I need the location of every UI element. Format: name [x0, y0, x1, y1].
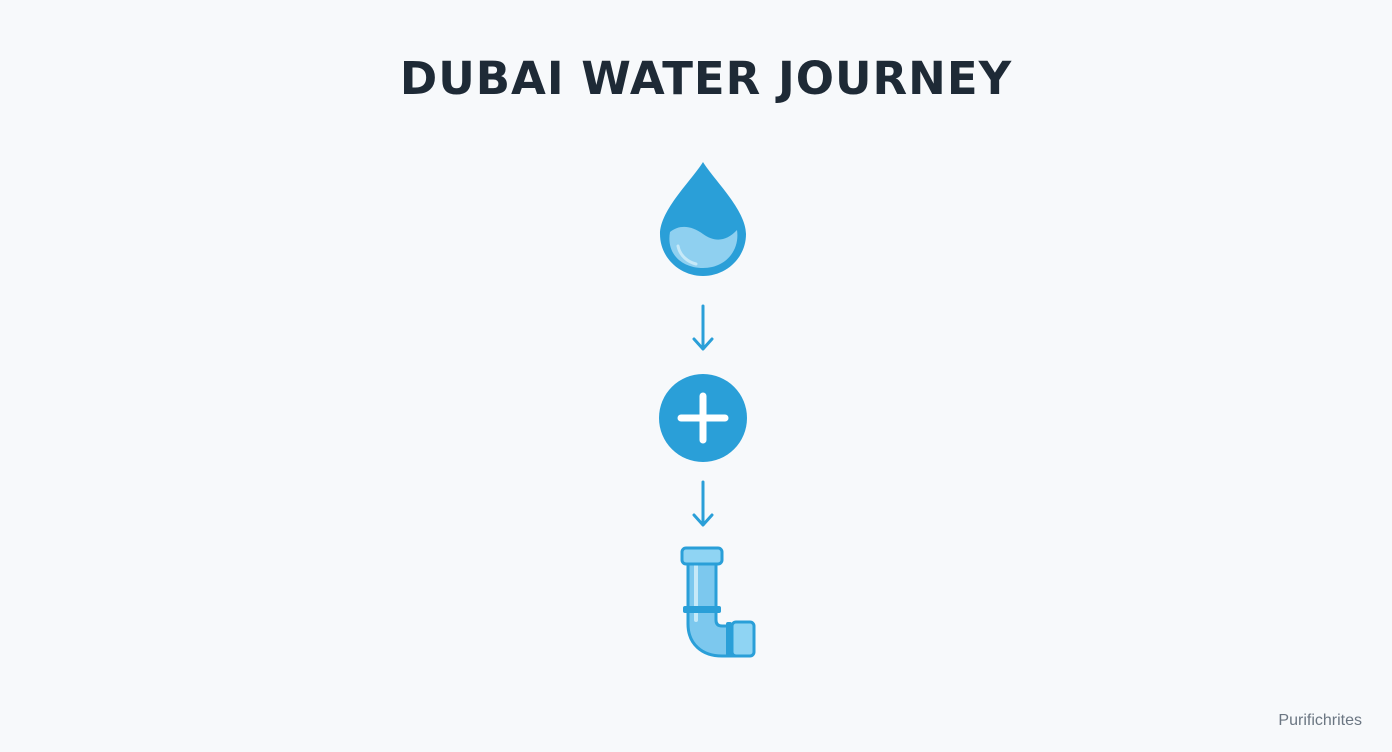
plus-circle-icon: [657, 372, 749, 464]
pipe-elbow-icon: [676, 544, 762, 662]
arrow-down-icon: [690, 480, 716, 530]
watermark-text: Purifichrites: [1278, 712, 1362, 729]
page-title: DUBAI WATER JOURNEY: [399, 52, 1013, 105]
arrow-down-icon: [690, 304, 716, 354]
water-drop-icon: [656, 160, 750, 278]
